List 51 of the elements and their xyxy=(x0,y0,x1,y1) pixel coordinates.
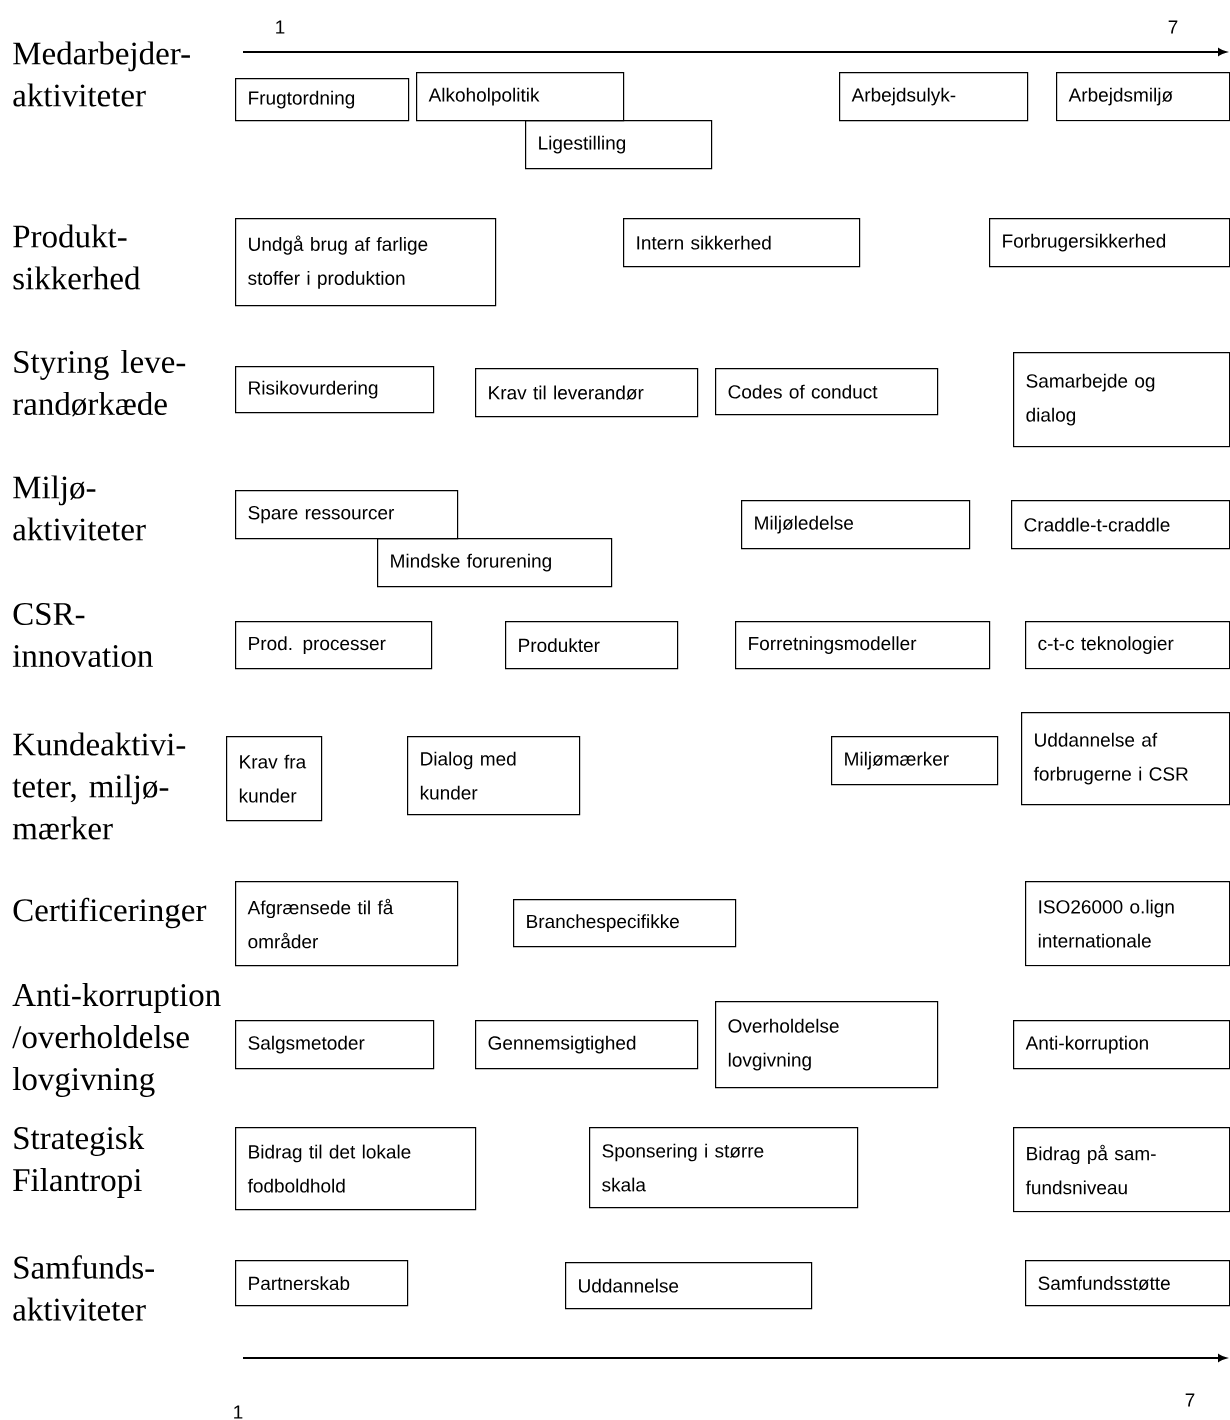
scale-number: 1 xyxy=(234,1405,243,1419)
activity-box: Dialog med kunder xyxy=(407,736,581,816)
category-label: Kundeaktivi- teter, miljø- mærker xyxy=(12,732,186,840)
scale-number: 1 xyxy=(276,20,285,34)
activity-box: Undgå brug af farlige stoffer i produktion xyxy=(235,218,497,307)
category-label: Anti-korruption /overholdelse lovgivning xyxy=(12,983,221,1097)
activity-box: Mindske forurening xyxy=(377,538,613,588)
activity-box: Risikovurdering xyxy=(235,366,435,414)
activity-box: Uddannelse xyxy=(565,1262,813,1310)
category-label: Styring leve- randørkæde xyxy=(12,349,186,417)
activity-box: Spare ressourcer xyxy=(235,490,459,540)
activity-box: Salgsmetoder xyxy=(235,1020,435,1070)
category-label: Samfunds- aktiviteter xyxy=(13,1255,154,1321)
activity-box: c-t-c teknologier xyxy=(1025,621,1230,670)
activity-box: Anti-korruption xyxy=(1013,1020,1230,1070)
activity-box: Miljømærker xyxy=(831,736,999,786)
activity-box: Craddle-t-craddle xyxy=(1011,500,1230,550)
activity-box: Ligestilling xyxy=(525,120,713,170)
activity-box: Forbrugersikkerhed xyxy=(989,218,1230,268)
activity-box: Produkter xyxy=(505,621,679,670)
category-label: Strategisk Filantropi xyxy=(13,1126,145,1198)
activity-box: Arbejdsulyk- xyxy=(839,72,1029,122)
activity-box: Codes of conduct xyxy=(715,368,939,416)
activity-box: ISO26000 o.lign internationale xyxy=(1025,881,1230,967)
activity-box: Prod. processer xyxy=(235,621,433,670)
activity-box: Intern sikkerhed xyxy=(623,218,861,268)
activity-box: Krav til leverandør xyxy=(475,368,699,418)
scale-number: 7 xyxy=(1168,20,1178,34)
activity-box: Overholdelse lovgivning xyxy=(715,1001,939,1089)
activity-box: Uddannelse af forbrugerne i CSR xyxy=(1021,712,1230,806)
activity-box: Krav fra kunder xyxy=(226,736,323,822)
activity-box: Bidrag til det lokale fodboldhold xyxy=(235,1127,477,1211)
category-label: Produkt- sikkerhed xyxy=(13,224,141,290)
activity-box: Arbejdsmiljø xyxy=(1056,72,1230,122)
scale-number: 7 xyxy=(1185,1393,1195,1407)
activity-box: Gennemsigtighed xyxy=(475,1020,699,1070)
activity-box: Miljøledelse xyxy=(741,500,971,550)
activity-box: Forretningsmodeller xyxy=(735,621,991,670)
activity-box: Samfundsstøtte xyxy=(1025,1260,1230,1307)
activity-box: Branchespecifikke xyxy=(513,899,737,948)
category-label: Miljø- aktiviteter xyxy=(13,475,146,541)
activity-box: Alkoholpolitik xyxy=(416,72,625,122)
activity-box: Frugtordning xyxy=(235,78,410,122)
activity-box: Partnerskab xyxy=(235,1260,409,1307)
category-label: Certificeringer xyxy=(13,897,207,929)
activity-box: Afgrænsede til få områder xyxy=(235,881,459,967)
activity-box: Sponsering i større skala xyxy=(589,1127,859,1209)
activity-box: Samarbejde og dialog xyxy=(1013,352,1230,448)
category-label: CSR- innovation xyxy=(12,602,153,668)
activity-box: Bidrag på sam- fundsniveau xyxy=(1013,1127,1230,1213)
category-label: Medarbejder- aktiviteter xyxy=(13,41,190,107)
